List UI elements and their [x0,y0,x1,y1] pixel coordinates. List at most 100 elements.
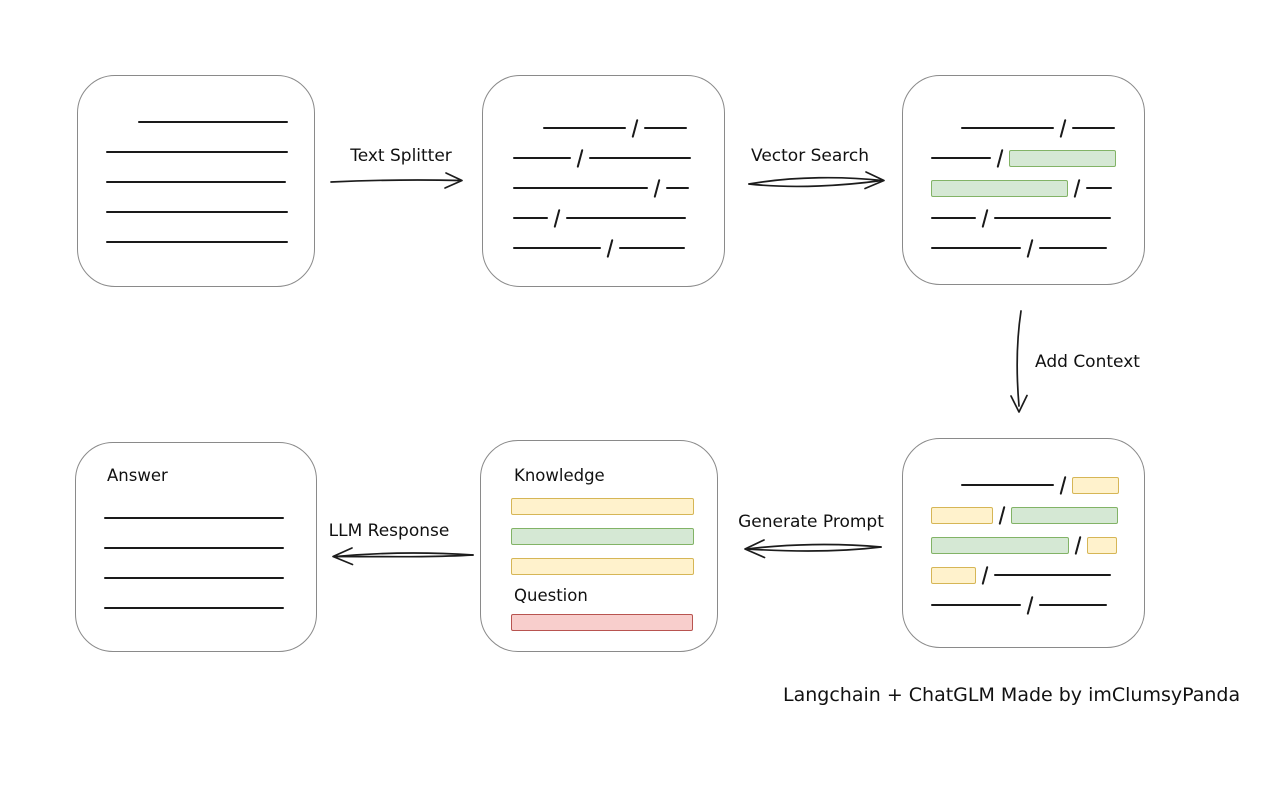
answer-box: Answer [75,442,317,652]
yellow-chunk [511,557,694,575]
slash-separator [631,118,639,138]
text-line [104,607,284,609]
chunk-row [106,167,314,197]
add-context-label: Add Context [1035,352,1140,372]
green-chunk [1011,506,1119,524]
chunk-row [106,137,314,167]
text-line [543,127,626,129]
knowledge-bars [511,491,717,581]
slash-separator [1026,595,1034,615]
green-chunk [931,179,1068,197]
prompt-box-content: Knowledge Question [481,441,717,637]
context-chunks-box [902,438,1145,648]
llm-response-label: LLM Response [328,521,450,541]
vector-search-label: Vector Search [751,146,869,166]
text-line [961,127,1054,129]
text-line [1039,604,1108,606]
chunk-row [931,500,1144,530]
text-line [931,247,1021,249]
green-chunk [1009,149,1117,167]
slash-separator [998,505,1006,525]
chunk-row [931,590,1144,620]
answer-label: Answer [107,466,168,485]
chunk-row [104,563,316,593]
chunk-row [931,113,1144,143]
text-line [106,151,288,153]
slash-separator [996,148,1004,168]
chunk-row [931,143,1144,173]
generate-prompt-arrow [744,539,882,559]
search-chunks [903,76,1144,263]
vector-search-result-box [902,75,1145,285]
slash-separator [553,208,561,228]
chunk-row [513,173,724,203]
text-line [931,217,976,219]
chunk-row [511,551,717,581]
text-line [513,247,601,249]
text-line [1039,247,1108,249]
chunk-row [104,593,316,623]
chunk-row [513,233,724,263]
green-chunk [931,536,1069,554]
text-line [106,241,288,243]
slash-separator [1059,118,1067,138]
text-line [104,577,284,579]
answer-box-content: Answer [76,443,316,623]
add-context-arrow [1010,310,1028,413]
chunk-row [106,197,314,227]
chunk-row [511,491,717,521]
generate-prompt-label: Generate Prompt [738,512,884,532]
text-line [106,211,288,213]
text-line [644,127,688,129]
chunk-row [513,203,724,233]
slash-separator [606,238,614,258]
source-document-box [77,75,315,287]
text-line [566,217,687,219]
slash-separator [653,178,661,198]
red-chunk [511,613,693,631]
text-line [1086,187,1113,189]
text-line [513,157,571,159]
chunk-row [931,233,1144,263]
question-label: Question [514,586,588,605]
text-line [106,181,286,183]
yellow-chunk [931,566,976,584]
chunk-row [931,470,1144,500]
yellow-chunk [511,497,694,515]
context-chunks [903,439,1144,620]
text-line [931,604,1021,606]
question-bar [511,607,717,637]
chunk-row [106,107,314,137]
chunk-row [104,503,316,533]
slash-separator [1073,178,1081,198]
slash-separator [1074,535,1082,555]
text-line [104,517,284,519]
slash-separator [576,148,584,168]
chunk-row [511,521,717,551]
text-line [104,547,284,549]
green-chunk [511,527,694,545]
text-line [589,157,692,159]
chunk-row [513,143,724,173]
chunk-row [931,203,1144,233]
text-line [994,574,1112,576]
knowledge-label: Knowledge [514,466,605,485]
chunk-row [931,530,1144,560]
chunk-row [931,173,1144,203]
vector-search-arrow [748,171,885,190]
text-line [931,157,991,159]
text-line [994,217,1112,219]
yellow-chunk [1087,536,1118,554]
text-splitter-label: Text Splitter [350,146,452,166]
chunk-row [513,113,724,143]
document-lines [78,76,314,257]
slash-separator [1059,475,1067,495]
answer-lines [104,503,316,623]
slash-separator [981,565,989,585]
slash-separator [1026,238,1034,258]
chunk-row [931,560,1144,590]
chunk-row [106,227,314,257]
text-line [1072,127,1116,129]
llm-response-arrow [332,547,474,566]
